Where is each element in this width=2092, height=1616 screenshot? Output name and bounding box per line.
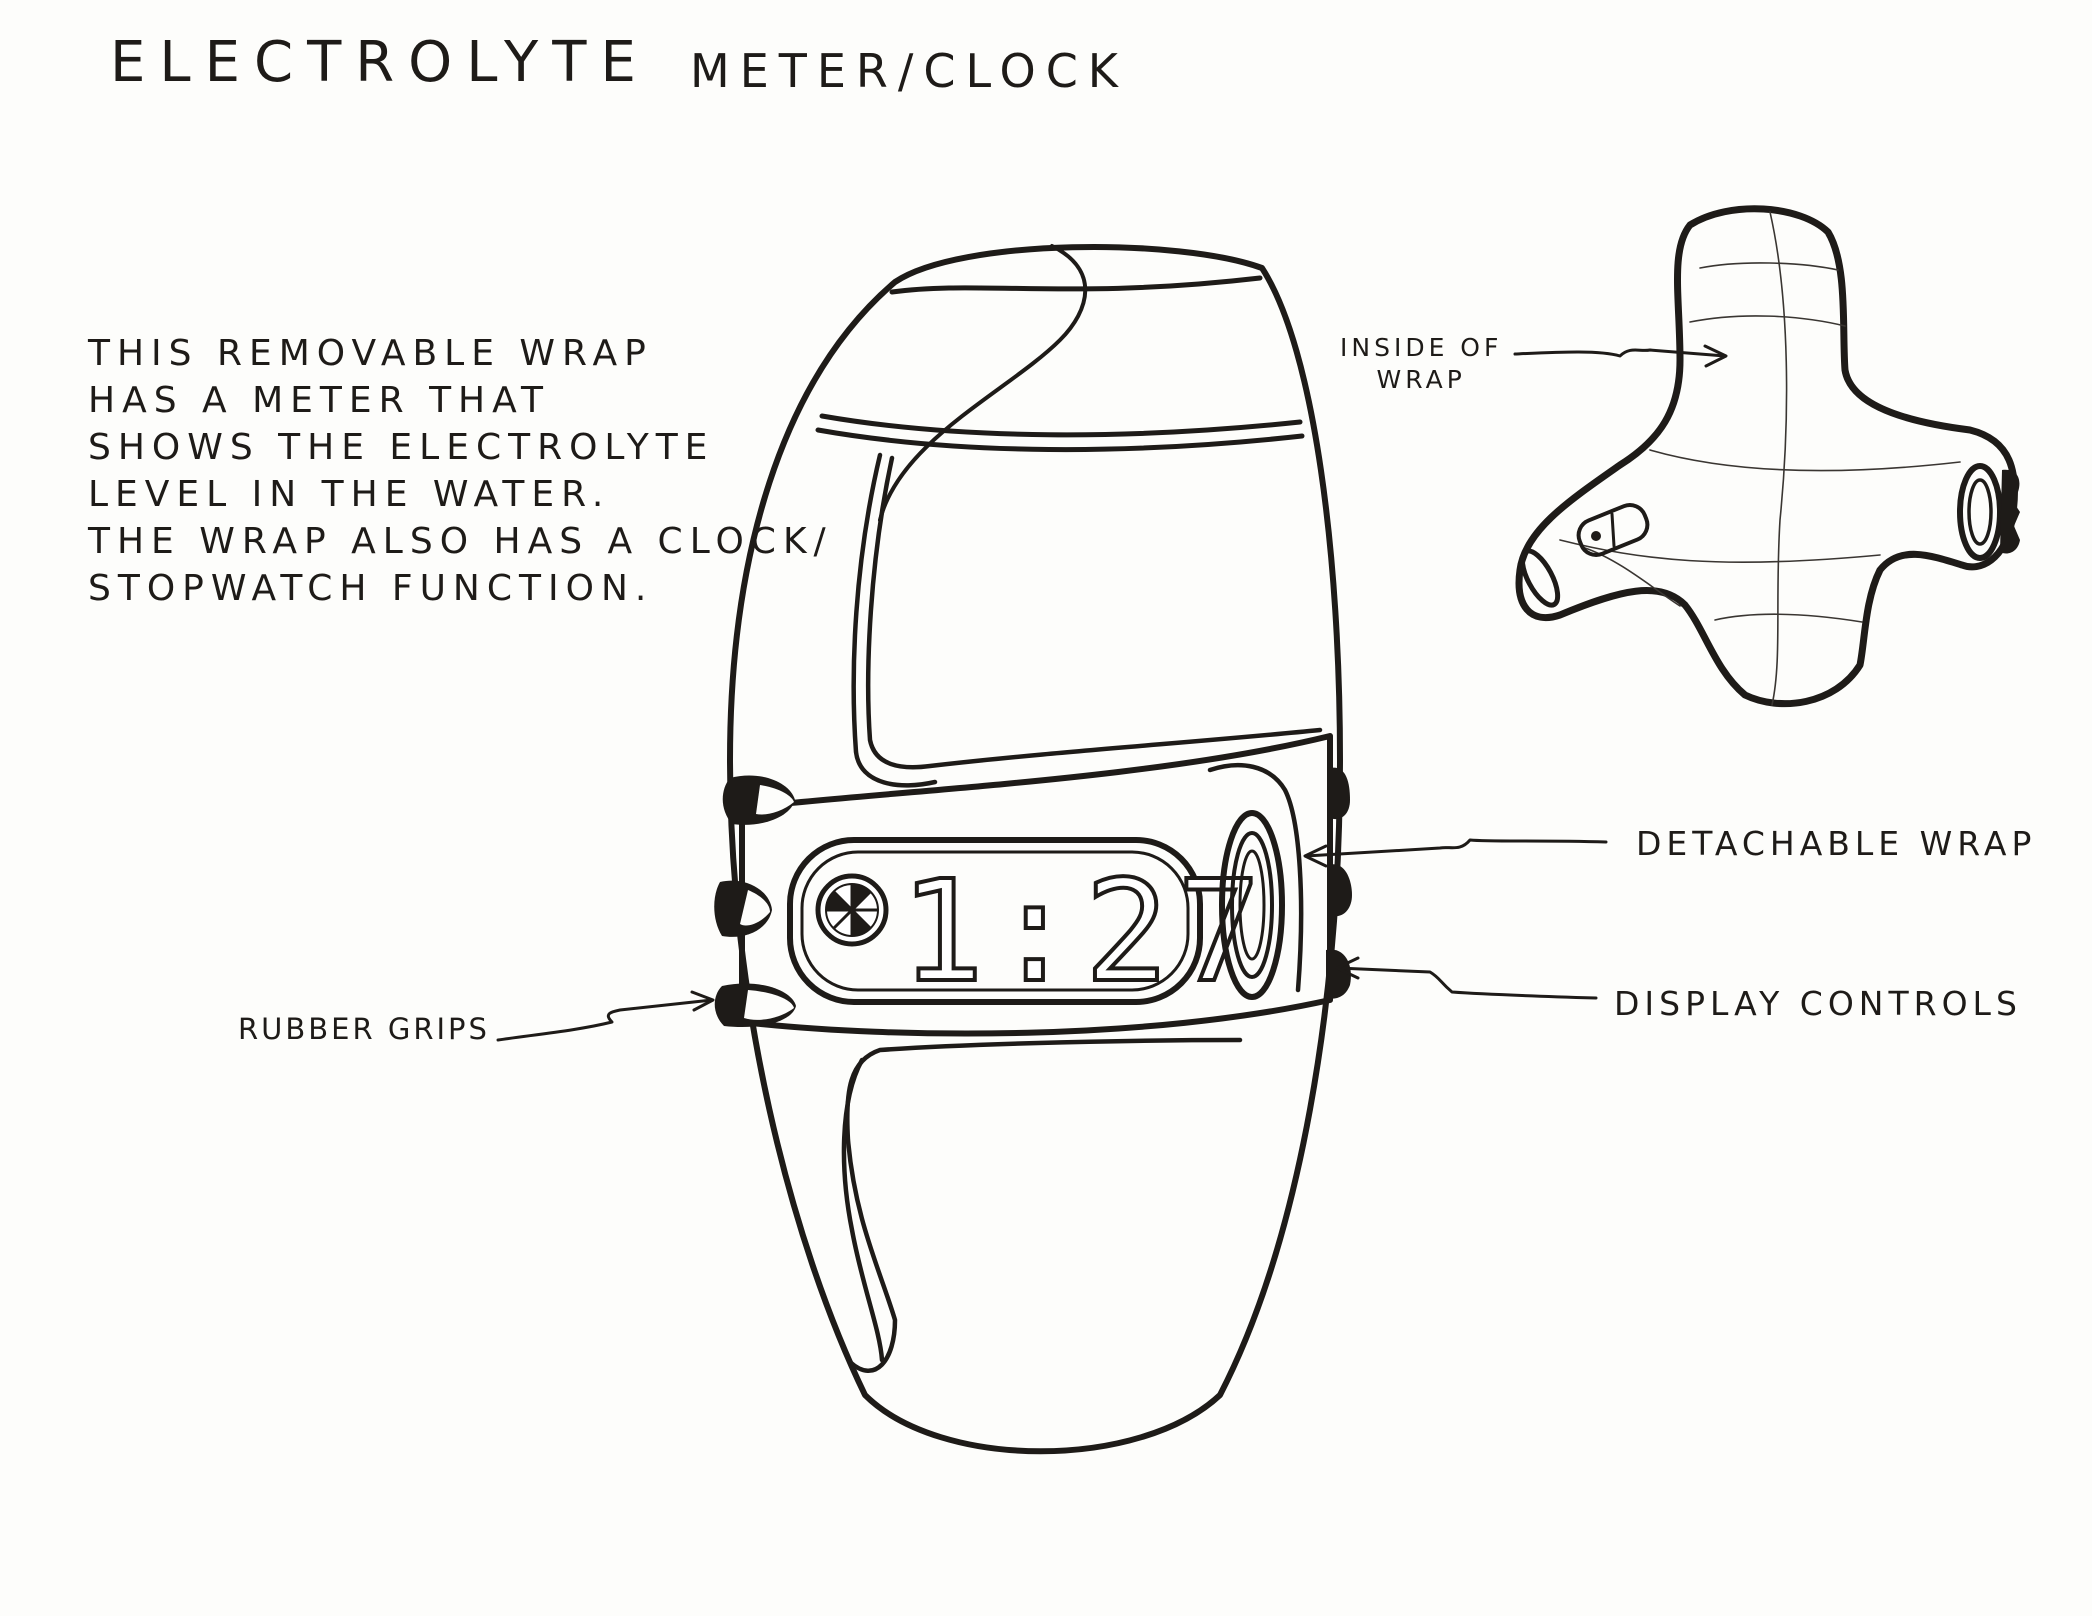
- lcd-display: [787, 837, 1203, 1005]
- description-line: LEVEL IN THE WATER.: [88, 474, 611, 515]
- leader-inside-of-wrap: [1513, 348, 1727, 358]
- description-line: THE WRAP ALSO HAS A CLOCK/: [88, 521, 833, 562]
- cap-seam: [878, 244, 1088, 522]
- label-window: [865, 455, 1323, 770]
- description-line: THIS REMOVABLE WRAP: [88, 333, 653, 374]
- description-line: SHOWS THE ELECTROLYTE: [88, 427, 715, 468]
- leader-detachable-wrap: [1304, 838, 1608, 858]
- lower-panel-inner: [841, 1057, 885, 1363]
- sensor-ring-outer: [1219, 810, 1285, 1000]
- wrap-fold: [1207, 762, 1304, 993]
- lower-panel: [845, 1037, 1243, 1374]
- citrus-slice-icon: [815, 873, 889, 947]
- label-detachable-wrap: DETACHABLE WRAP: [1636, 824, 2037, 863]
- cap-band-upper: [819, 413, 1303, 438]
- arrowhead-detachable: [1303, 844, 1328, 868]
- bottle-outline: [727, 244, 1343, 1455]
- wrap-inside-button-dot: [1591, 531, 1601, 541]
- sensor-ring-inner: [1238, 849, 1266, 961]
- label-inside-line1: INSIDE OF: [1340, 333, 1503, 362]
- wrap-left-slot: [1519, 548, 1561, 608]
- wrap-inside-button-divider: [1610, 512, 1616, 548]
- arrowhead-grips: [690, 990, 715, 1012]
- wrap-band-outline: [739, 733, 1333, 1037]
- wrap-contour-5: [1714, 613, 1863, 623]
- title-electrolyte: ELECTROLYTE: [110, 30, 650, 95]
- lcd-display-inner: [800, 850, 1190, 992]
- control-button-bottom: [1326, 949, 1351, 999]
- wrap-right-ring-outer: [1957, 463, 2003, 561]
- description-text: THIS REMOVABLE WRAP HAS A METER THAT SHO…: [88, 330, 833, 612]
- wrap-contour-6: [1584, 547, 1681, 607]
- control-button-top: [1330, 767, 1350, 820]
- wrap-right-ring-inner: [1967, 478, 1993, 546]
- title-meter-clock: METER/CLOCK: [690, 44, 1128, 98]
- grip-bottom-highlight: [744, 990, 794, 1020]
- arrowhead-controls: [1335, 956, 1360, 980]
- label-display-controls: DISPLAY CONTROLS: [1614, 984, 2022, 1023]
- leader-rubber-grips: [496, 998, 714, 1042]
- control-button-middle: [1328, 864, 1352, 917]
- label-window-inner: [851, 452, 938, 788]
- description-line: STOPWATCH FUNCTION.: [88, 568, 654, 609]
- leader-lines: [496, 344, 1728, 1042]
- grip-middle-highlight: [740, 890, 770, 926]
- lcd-time-readout: 1:27: [900, 851, 1269, 1014]
- rubber-grips: [714, 775, 796, 1028]
- wrap-contour-2: [1689, 315, 1846, 327]
- wrap-band: 1:27: [739, 733, 1333, 1037]
- leader-display-controls: [1336, 966, 1598, 1000]
- label-inside-of-wrap: INSIDE OF WRAP: [1340, 332, 1502, 396]
- grip-middle: [714, 880, 772, 937]
- wrap-contour-4: [1559, 539, 1881, 564]
- cap-band-lower: [815, 427, 1305, 453]
- wrap-contour-spine: [1769, 211, 1788, 706]
- display-control-buttons: [1326, 767, 1352, 999]
- cap-line-top: [889, 275, 1263, 295]
- wrap-contour-1: [1699, 262, 1839, 271]
- description-line: HAS A METER THAT: [88, 380, 550, 421]
- wrap-inside-button: [1576, 503, 1650, 557]
- label-rubber-grips: RUBBER GRIPS: [238, 1012, 490, 1046]
- grip-top-highlight: [756, 785, 794, 815]
- arrowhead-inside: [1703, 344, 1728, 368]
- wrap-contour-3: [1649, 449, 1961, 472]
- wrap-right-controls: [2000, 469, 2020, 554]
- bottle: [727, 244, 1343, 1455]
- label-inside-line2: WRAP: [1376, 365, 1466, 394]
- wrap-flat-outline: [1515, 205, 2018, 708]
- inside-of-wrap-drawing: [1515, 205, 2020, 708]
- sensor-ring-mid: [1230, 831, 1274, 979]
